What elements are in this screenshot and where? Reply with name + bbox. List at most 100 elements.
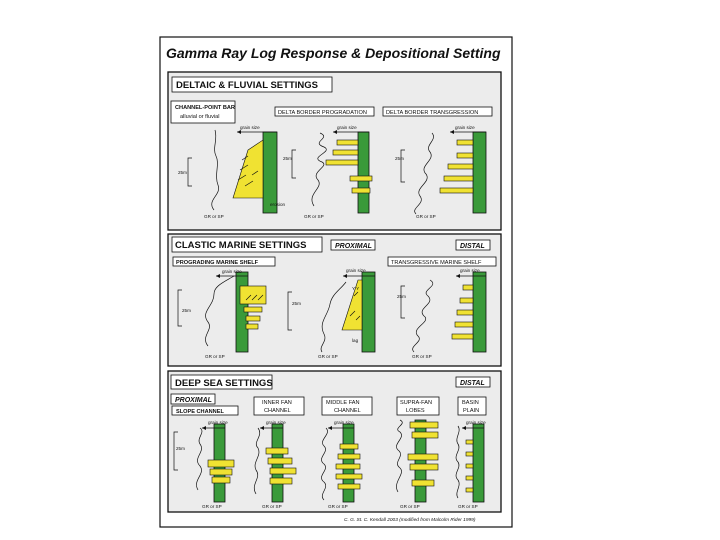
prograding-label: PROGRADING MARINE SHELF xyxy=(176,260,259,266)
delta-trans-label-box xyxy=(382,106,493,117)
deepsea-title-box xyxy=(170,374,273,390)
sand-bed xyxy=(465,439,474,445)
delta-trans-label: DELTA BORDER TRANSGRESSION xyxy=(386,110,478,116)
transgressive-label-box xyxy=(387,256,497,267)
sand-body xyxy=(341,279,363,331)
delta-prog-label-box xyxy=(274,106,375,117)
arrow-head-icon xyxy=(333,130,337,134)
gr-sp-label: GR or SP xyxy=(400,504,420,509)
channel-bar-label-box xyxy=(170,100,236,124)
cross-bedding xyxy=(237,155,259,187)
distal-label: DISTAL xyxy=(460,380,485,387)
sand-bed xyxy=(462,284,474,291)
gr-sp-label: GR or SP xyxy=(458,504,478,509)
scale-label: 25m xyxy=(283,156,292,161)
sand-bed xyxy=(451,333,474,340)
shale-column xyxy=(472,131,487,214)
sand-bed xyxy=(454,321,474,328)
gr-sp-label: GR or SP xyxy=(318,354,338,359)
middle-fan-column: grain size GR or SP xyxy=(321,420,363,509)
gr-curve xyxy=(412,279,434,353)
delta-prog-column: 25m grain size GR or SP xyxy=(283,125,373,219)
burrow-mark: Y Y xyxy=(352,286,359,291)
sand-bed xyxy=(335,463,361,470)
distal-box xyxy=(455,239,491,251)
grain-size-label: grain size xyxy=(240,125,260,130)
sand-bed xyxy=(337,453,361,460)
delta-trans-column: 25m grain size GR or SP xyxy=(395,125,487,219)
gr-curve xyxy=(321,427,328,501)
deltaic-title-box xyxy=(171,76,333,93)
channel-bar-label-2: alluvial or fluvial xyxy=(180,114,219,120)
sand-bed xyxy=(211,476,231,484)
arrow-head-icon xyxy=(260,426,264,430)
gr-sp-label: GR or SP xyxy=(416,214,436,219)
supra-fan-label-2: LOBES xyxy=(406,408,425,414)
shale-column xyxy=(472,423,485,503)
scale-bar xyxy=(400,149,405,183)
deepsea-title: DEEP SEA SETTINGS xyxy=(175,378,273,389)
shale-column xyxy=(472,271,487,353)
transgressive-distal-column: 25m grain size GR or SP xyxy=(397,268,487,359)
sand-bed xyxy=(335,473,363,480)
gr-curve xyxy=(311,132,327,207)
inner-fan-label-box xyxy=(253,396,305,416)
gr-sp-label: GR or SP xyxy=(202,504,222,509)
gr-sp-label: GR or SP xyxy=(204,214,224,219)
sand-bed xyxy=(456,309,474,316)
lag-label: lag xyxy=(352,338,359,343)
sand-bed xyxy=(207,459,235,468)
inner-fan-column: grain size GR or SP xyxy=(253,420,297,509)
inner-fan-label-2: CHANNEL xyxy=(264,408,291,414)
sand-bed xyxy=(349,175,373,182)
supra-fan-label-1: SUPRA-FAN xyxy=(400,400,432,406)
proximal-label: PROXIMAL xyxy=(175,397,212,404)
prograding-column: 25m grain size GR or SP xyxy=(177,269,267,359)
deltaic-title: DELTAIC & FLUVIAL SETTINGS xyxy=(176,80,318,91)
gr-curve xyxy=(396,419,403,493)
inner-fan-label-1: INNER FAN xyxy=(262,400,292,406)
sand-bed xyxy=(447,163,474,170)
gr-curve xyxy=(320,281,347,353)
gr-curve xyxy=(414,132,434,215)
scale-label: 25m xyxy=(397,294,406,299)
shale-column xyxy=(342,423,355,503)
proximal-label: PROXIMAL xyxy=(335,243,372,250)
grain-size-label: grain size xyxy=(455,125,475,130)
sand-bed xyxy=(243,306,263,313)
sand-bed xyxy=(332,149,359,156)
slope-label: SLOPE CHANNEL xyxy=(176,409,224,415)
slope-channel-column: 25m grain size GR or SP xyxy=(173,420,235,509)
sand-bed xyxy=(209,468,233,476)
scale-bar xyxy=(187,157,192,187)
transgressive-label: TRANSGRESSIVE MARINE SHELF xyxy=(391,260,482,266)
sand-bed xyxy=(456,139,474,146)
arrow-head-icon xyxy=(343,274,347,278)
clastic-section: CLASTIC MARINE SETTINGS PROXIMAL DISTAL … xyxy=(167,233,502,367)
scale-label: 25m xyxy=(182,308,191,313)
sand-bed xyxy=(456,152,474,159)
grain-size-label: grain size xyxy=(222,269,242,274)
grain-size-label: grain size xyxy=(337,125,357,130)
gr-curve xyxy=(196,427,203,491)
sand-bed xyxy=(407,453,439,461)
shale-column xyxy=(357,131,370,214)
grain-size-label: grain size xyxy=(466,420,486,425)
gr-sp-label: GR or SP xyxy=(328,504,348,509)
middle-fan-label-1: MIDDLE FAN xyxy=(326,400,360,406)
sand-bed xyxy=(465,475,474,481)
sand-bed xyxy=(337,483,361,490)
gr-sp-label: GR or SP xyxy=(262,504,282,509)
scale-label: 25m xyxy=(395,156,404,161)
arrow-head-icon xyxy=(202,426,206,430)
credit-line: C. G. St. C. Kendall 2003 (modified from… xyxy=(344,517,476,523)
sand-bed xyxy=(351,187,371,194)
grain-size-label: grain size xyxy=(460,268,480,273)
arrow-head-icon xyxy=(237,130,241,134)
sand-bed xyxy=(265,447,289,455)
scale-label: 25m xyxy=(178,170,187,175)
sand-body xyxy=(239,285,267,305)
sand-bed xyxy=(439,187,474,194)
slope-label-box xyxy=(171,405,239,416)
